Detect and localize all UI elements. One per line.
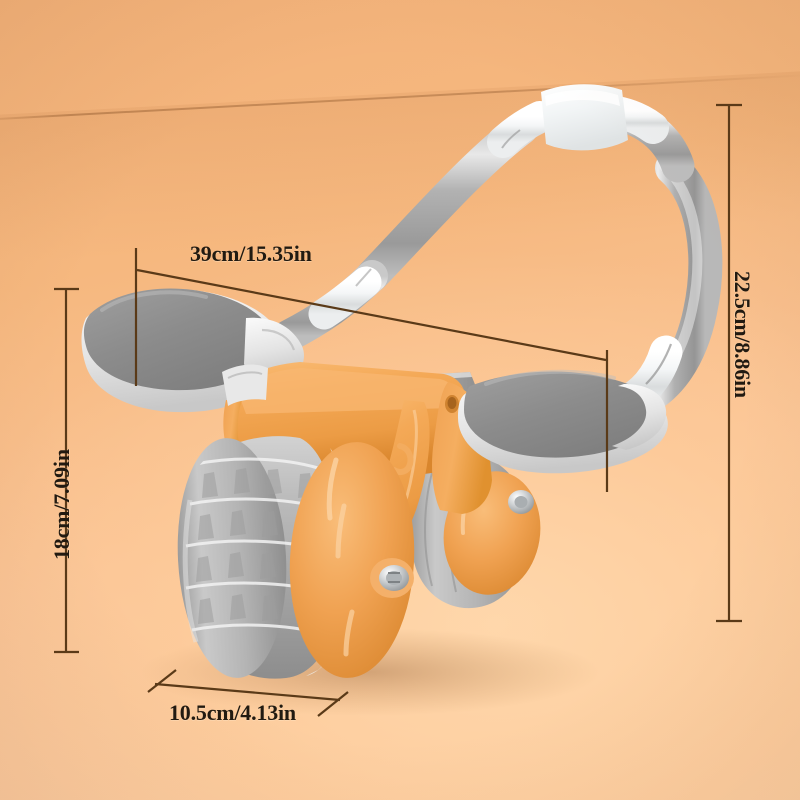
dimension-label-width: 39cm/15.35in [190, 241, 312, 267]
dim-line-width [134, 248, 609, 492]
rear-axle-bolt [508, 490, 534, 514]
front-hub-cap [289, 442, 415, 678]
axle-bolt [370, 558, 414, 598]
elbow-pad-right [458, 369, 668, 474]
dimension-label-depth: 10.5cm/4.13in [169, 700, 296, 726]
dim-line-depth [147, 669, 349, 717]
dim-line-height-left [54, 287, 79, 654]
left-frame-connector [222, 364, 268, 406]
handle-bar [272, 84, 695, 352]
dim-line-height-right [716, 103, 742, 623]
front-wheel [177, 436, 534, 679]
